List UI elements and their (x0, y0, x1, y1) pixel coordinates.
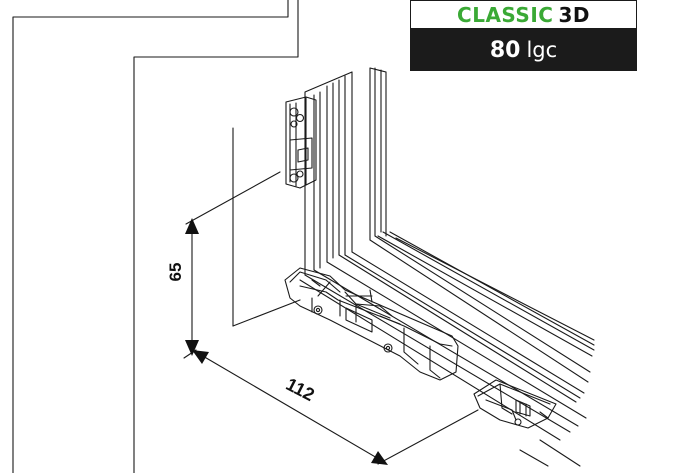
sash-frame (338, 229, 595, 403)
model-label: 80 lgc (410, 29, 637, 71)
frame-vertical-profile (304, 67, 387, 276)
dimension-line-112 (195, 351, 385, 463)
arrow-65-top (185, 218, 199, 234)
extension-line-top (185, 171, 281, 225)
end-cap-piece (473, 379, 557, 429)
brand-title: CLASSIC 3D (410, 0, 637, 29)
extension-line-base (232, 299, 301, 327)
brand-suffix: 3D (558, 2, 590, 27)
brand-name: CLASSIC (457, 2, 554, 27)
dimension-label-65: 65 (166, 262, 185, 282)
arrow-112-right (371, 451, 388, 465)
wall-outline (12, 0, 289, 473)
arrow-65-bottom (185, 340, 199, 356)
model-number: 80 (489, 37, 521, 63)
product-badge: CLASSIC 3D 80 lgc (410, 0, 637, 71)
arrow-112-left (192, 350, 209, 364)
bottom-rail (299, 261, 587, 467)
bottom-hinge-assembly (284, 267, 459, 381)
model-unit: lgc (526, 38, 558, 62)
top-hinge-bracket (285, 96, 317, 189)
wall-outline-inner (133, 0, 299, 473)
extension-line-right (377, 409, 479, 465)
